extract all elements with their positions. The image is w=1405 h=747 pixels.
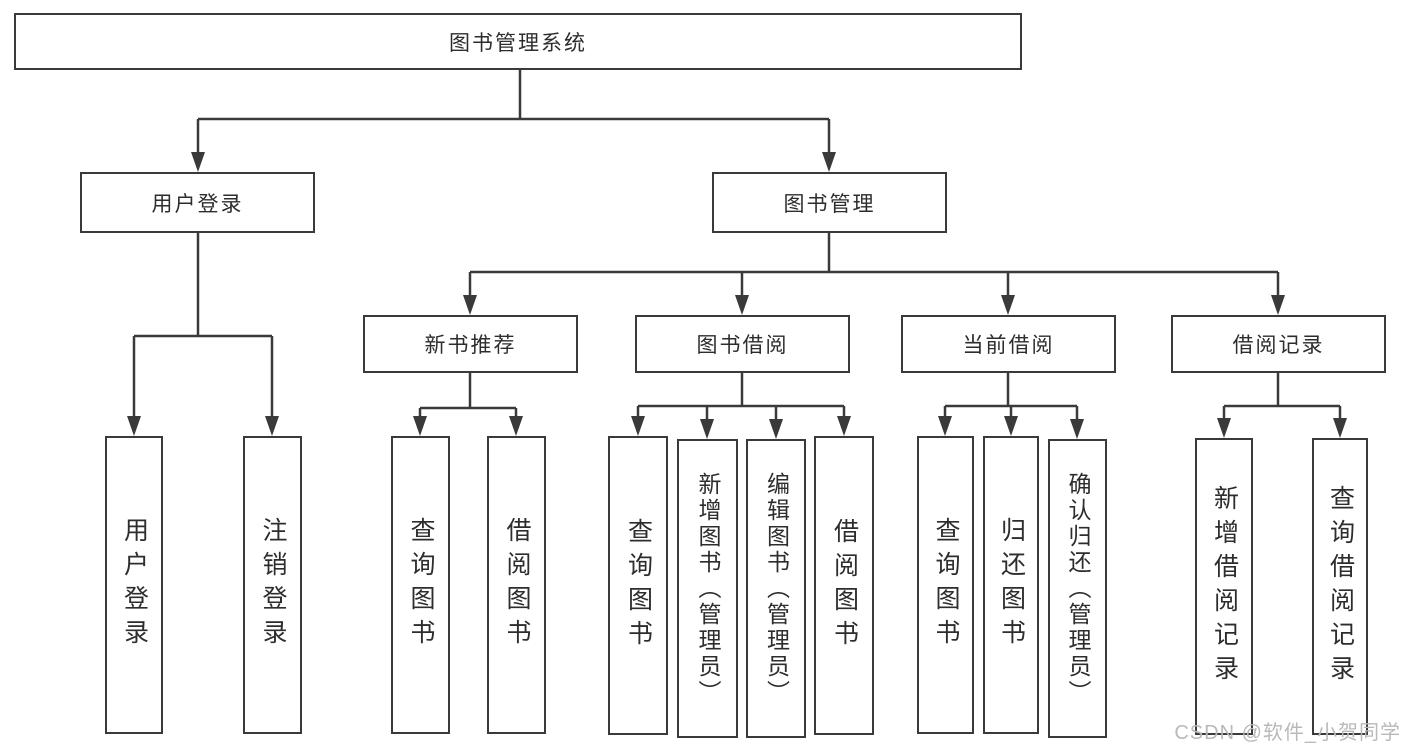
- arrowhead: [127, 416, 141, 436]
- arrowhead: [1217, 418, 1231, 438]
- leaf-label: 查询图书: [624, 517, 653, 654]
- arrowhead: [1001, 295, 1015, 315]
- arrowhead: [700, 419, 714, 439]
- leaf-borrow-query-books: 查询图书: [608, 436, 668, 735]
- leaf-label: 新增借阅记录: [1210, 484, 1239, 689]
- leaf-label: 借阅图书: [503, 517, 531, 653]
- node-current-borrow: 当前借阅: [901, 315, 1116, 373]
- connector-root-to-level1: [196, 70, 831, 154]
- arrowhead: [938, 416, 952, 436]
- leaf-borrow-add-books-admin: 新增图书（管理员）: [677, 439, 738, 738]
- connector-login-children: [132, 233, 274, 418]
- arrowhead: [191, 152, 205, 172]
- node-user-login: 用户登录: [80, 172, 315, 233]
- connector-borrow-children: [636, 373, 846, 421]
- arrowhead: [1004, 416, 1018, 436]
- leaf-label: 确认归还（管理员）: [1065, 471, 1091, 706]
- leaf-current-query-books: 查询图书: [917, 436, 974, 734]
- arrowhead: [1271, 295, 1285, 315]
- arrowhead: [509, 416, 523, 436]
- leaf-label: 查询图书: [407, 517, 435, 653]
- leaf-records-query-borrow-record: 查询借阅记录: [1312, 438, 1368, 735]
- connector-records-children: [1222, 373, 1342, 420]
- arrowhead: [631, 416, 645, 436]
- leaf-label: 归还图书: [997, 517, 1026, 653]
- arrowhead: [822, 152, 836, 172]
- node-book-borrow: 图书借阅: [635, 315, 850, 373]
- connector-modules: [468, 233, 1280, 297]
- arrowhead: [769, 419, 783, 439]
- leaf-borrow-edit-books-admin: 编辑图书（管理员）: [746, 439, 806, 738]
- arrowhead: [265, 416, 279, 436]
- leaf-label: 新增图书（管理员）: [695, 471, 721, 706]
- leaf-label: 注销登录: [259, 517, 287, 653]
- leaf-newbook-borrow-books: 借阅图书: [487, 436, 546, 734]
- leaf-newbook-query-books: 查询图书: [391, 436, 450, 734]
- connector-current-children: [943, 373, 1079, 421]
- arrowhead: [1333, 418, 1347, 438]
- csdn-watermark: CSDN @软件_小贺同学: [1174, 722, 1401, 744]
- connector-newbook-children: [418, 373, 518, 418]
- leaf-logout: 注销登录: [243, 436, 302, 734]
- arrowhead: [413, 416, 427, 436]
- node-book-management: 图书管理: [712, 172, 947, 233]
- leaf-label: 编辑图书（管理员）: [763, 471, 790, 706]
- leaf-current-confirm-return-admin: 确认归还（管理员）: [1048, 439, 1107, 738]
- leaf-borrow-borrow-books: 借阅图书: [814, 436, 874, 735]
- leaf-label: 用户登录: [120, 517, 149, 653]
- arrowhead: [1070, 419, 1084, 439]
- leaf-records-add-borrow-record: 新增借阅记录: [1195, 438, 1253, 735]
- leaf-current-return-books: 归还图书: [983, 436, 1039, 734]
- node-library-management-system: 图书管理系统: [14, 13, 1022, 70]
- node-new-book-recommend: 新书推荐: [363, 315, 578, 373]
- leaf-label: 查询图书: [932, 517, 960, 653]
- arrowhead: [837, 416, 851, 436]
- leaf-label: 查询借阅记录: [1326, 484, 1355, 689]
- arrowhead: [463, 295, 477, 315]
- node-borrow-records: 借阅记录: [1171, 315, 1386, 373]
- leaf-user-login: 用户登录: [105, 436, 163, 734]
- leaf-label: 借阅图书: [830, 517, 859, 654]
- arrowhead: [735, 295, 749, 315]
